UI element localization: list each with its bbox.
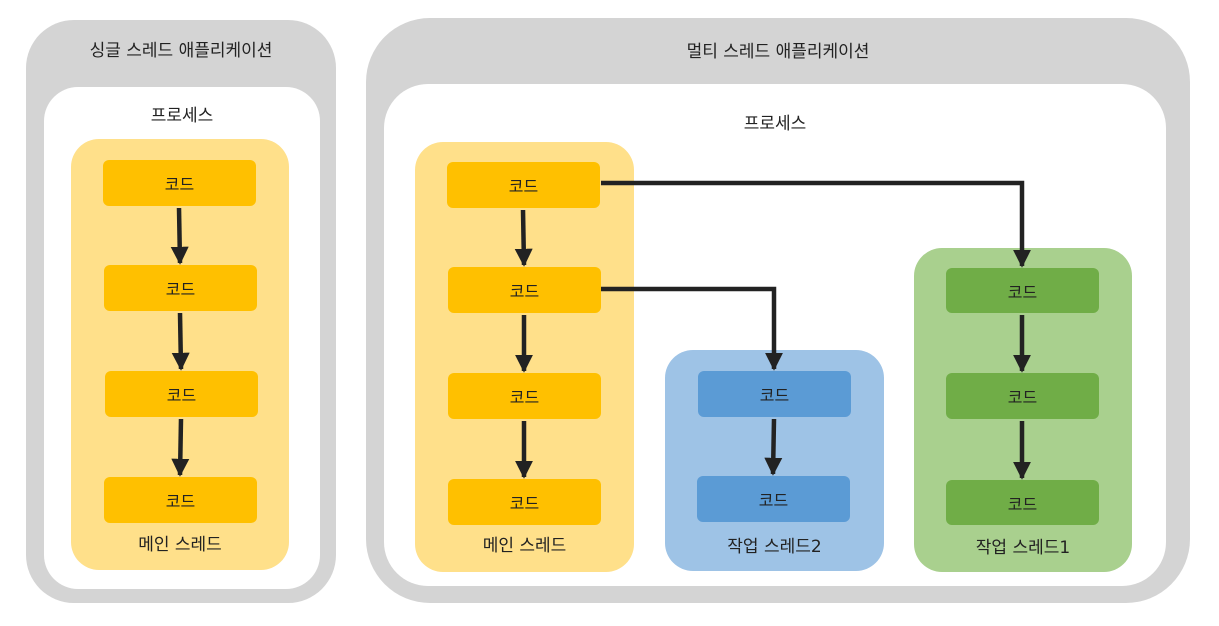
worker1-code-block-3: 코드 — [946, 480, 1099, 525]
single-code-block-4: 코드 — [104, 477, 257, 523]
multi-main-code-block-4: 코드 — [448, 479, 601, 525]
single-process-label: 프로세스 — [150, 106, 214, 126]
worker2-code-block-1: 코드 — [698, 371, 851, 417]
worker1-code-block-2: 코드 — [946, 373, 1099, 419]
multi-main-code-block-2: 코드 — [448, 267, 601, 313]
multi-thread-app-title: 멀티 스레드 애플리케이션 — [686, 42, 870, 62]
multi-process-label: 프로세스 — [743, 114, 807, 134]
single-main-thread-label: 메인 스레드 — [138, 535, 222, 555]
single-code-block-2: 코드 — [104, 265, 257, 311]
worker2-code-block-2: 코드 — [697, 476, 850, 522]
worker-thread-2-label: 작업 스레드2 — [727, 537, 822, 557]
single-code-block-1: 코드 — [103, 160, 256, 206]
worker-thread-1-label: 작업 스레드1 — [975, 538, 1071, 558]
single-thread-app-title: 싱글 스레드 애플리케이션 — [89, 41, 273, 61]
single-code-block-3: 코드 — [105, 371, 258, 417]
multi-main-code-block-1: 코드 — [447, 162, 600, 208]
multi-main-code-block-3: 코드 — [448, 373, 601, 419]
worker1-code-block-1: 코드 — [946, 268, 1099, 313]
multi-main-thread-label: 메인 스레드 — [482, 536, 567, 556]
